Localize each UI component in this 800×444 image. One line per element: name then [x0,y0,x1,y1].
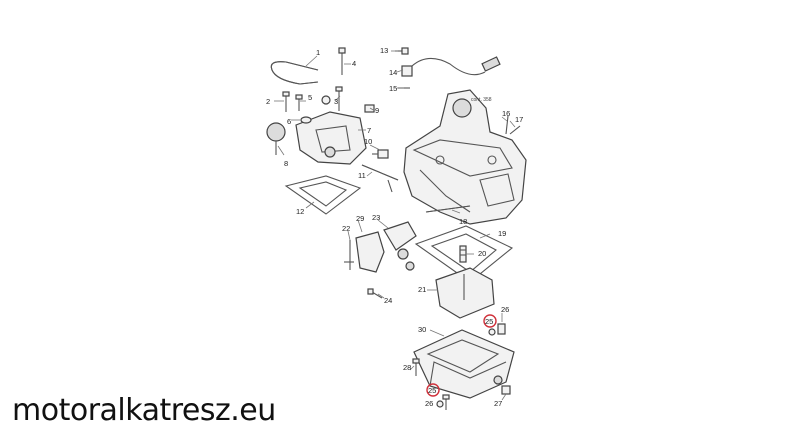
fitting-10 [372,149,389,159]
callout: 8 [284,159,288,168]
callout: 28 [403,363,411,372]
callout: 29 [356,214,364,223]
oil-pan [413,329,515,399]
shift-bracket [344,231,385,273]
top-cover-gasket [284,175,362,215]
spring-20 [459,245,467,263]
leader-lines [274,50,516,401]
callout: 1 [316,48,320,57]
bolt-28 [412,358,420,376]
page-reference: cont. 358 [471,97,492,103]
callout: 26 [425,399,433,408]
drain-plug-upper [488,323,506,336]
callout: 15 [389,84,397,93]
callout-highlighted: 25 [485,317,493,326]
baffle-21 [435,267,495,319]
callout: 19 [498,229,506,238]
callout: 11 [358,171,366,180]
callout: 21 [418,285,426,294]
callout: 27 [494,399,502,408]
callout: 30 [418,325,426,334]
small-bolts-top [282,86,343,112]
callout-labels: 1 2 3 4 5 6 7 8 9 10 11 12 13 14 15 16 1… [266,46,523,408]
highlight-circle-upper [483,314,497,328]
shift-shaft-11 [361,164,399,193]
callout-highlighted: 25 [428,386,436,395]
callout: 6 [287,117,291,126]
dipstick [266,122,286,155]
bolt-4 [338,47,346,75]
bolt-24 [367,288,383,299]
o-ring-6 [300,116,312,124]
vent-hose [270,61,319,85]
transmission-housing [403,89,527,225]
callout: 3 [334,97,338,106]
oil-pan-gasket [414,225,514,283]
callout: 18 [459,217,467,226]
callout: 13 [380,46,388,55]
shaft-18 [425,205,471,213]
transmission-top-cover [295,111,367,165]
callout: 2 [266,97,270,106]
callout: 9 [375,106,379,115]
callout: 22 [342,224,350,233]
callout: 24 [384,296,392,305]
callout: 17 [515,115,523,124]
callout: 7 [367,126,371,135]
pins-16-17 [505,115,521,135]
fitting-9 [364,104,375,113]
shifter-assembly [383,221,417,271]
highlight-circle-lower [426,383,440,397]
callout: 5 [308,93,312,102]
site-watermark: motoralkatresz.eu [12,393,276,428]
callout: 20 [478,249,486,258]
callout: 4 [352,59,356,68]
callout: 23 [372,213,380,222]
callout: 12 [296,207,304,216]
sensor-harness [395,47,501,89]
callout: 16 [502,109,510,118]
callout: 10 [364,137,372,146]
callout: 14 [389,68,397,77]
callout: 26 [501,305,509,314]
